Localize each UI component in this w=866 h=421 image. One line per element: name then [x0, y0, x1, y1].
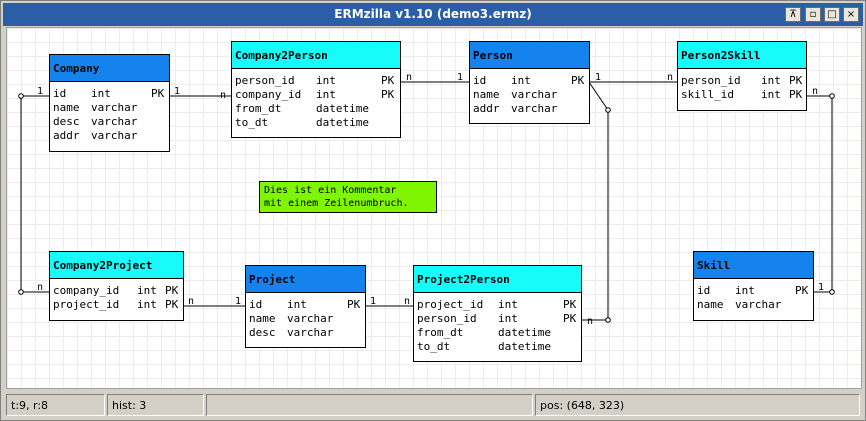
entity-title: Company2Project: [50, 252, 183, 279]
cardinality-label: 1: [37, 86, 43, 97]
cardinality-label: n: [37, 282, 43, 293]
status-history: hist: 3: [107, 394, 204, 416]
cardinality-label: 1: [457, 72, 463, 83]
title-bar[interactable]: ERMzilla v1.10 (demo3.ermz) ⊼ ▫ □ ×: [3, 3, 863, 26]
junction-handle: [18, 289, 24, 295]
diagram-comment[interactable]: Dies ist ein Kommentar mit einem Zeilenu…: [259, 181, 437, 213]
entity-title: Company: [50, 55, 169, 82]
close-button[interactable]: ×: [843, 7, 859, 22]
cardinality-label: n: [812, 86, 818, 97]
status-message: [206, 394, 533, 416]
junction-handle: [605, 317, 611, 323]
rel-person-project2person: [581, 81, 609, 321]
cardinality-label: 1: [818, 282, 824, 293]
cardinality-label: n: [404, 296, 410, 307]
cardinality-label: 1: [174, 86, 180, 97]
junction-handle: [829, 93, 835, 99]
junction-handle: [605, 107, 611, 113]
cardinality-label: n: [220, 90, 226, 101]
cardinality-label: n: [667, 72, 673, 83]
entity-title: Person: [470, 42, 589, 69]
cardinality-label: n: [406, 72, 412, 83]
relationship-lines: 1 1 n n 1 1 n n 1 n n 1 1 n n: [18, 72, 835, 327]
junction-handle: [18, 93, 24, 99]
entity-title: Person2Skill: [678, 42, 806, 69]
pin-button[interactable]: ⊼: [785, 7, 801, 22]
minimize-button[interactable]: ▫: [805, 7, 821, 22]
entity-title: Project: [246, 266, 365, 293]
status-table-count: t:9, r:8: [6, 394, 105, 416]
diagram-canvas[interactable]: 1 1 n n 1 1 n n 1 n n 1 1 n n Company id…: [6, 27, 862, 389]
cardinality-label: n: [587, 316, 593, 327]
cardinality-label: 1: [235, 296, 241, 307]
maximize-button[interactable]: □: [824, 7, 840, 22]
window-title: ERMzilla v1.10 (demo3.ermz): [334, 7, 532, 21]
rel-company-company2project: [20, 95, 49, 293]
cardinality-label: 1: [370, 296, 376, 307]
cardinality-label: 1: [595, 72, 601, 83]
entity-title: Company2Person: [232, 42, 400, 69]
cardinality-label: n: [188, 296, 194, 307]
entity-title: Skill: [694, 252, 813, 279]
status-bar: t:9, r:8 hist: 3 pos: (648, 323): [3, 392, 863, 418]
junction-handle: [829, 289, 835, 295]
rel-person2skill-skill: [807, 95, 833, 293]
entity-title: Project2Person: [414, 266, 581, 293]
status-position: pos: (648, 323): [535, 394, 860, 416]
